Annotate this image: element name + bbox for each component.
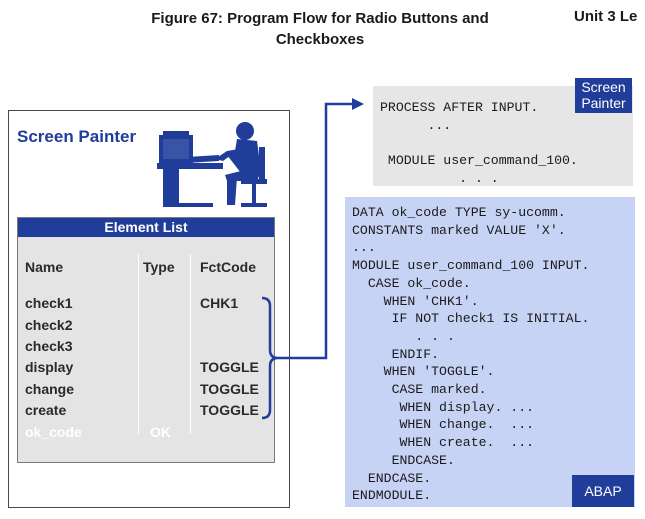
column-divider xyxy=(190,254,191,434)
code-line: IF NOT check1 IS INITIAL. xyxy=(352,311,590,327)
figure-title: Figure 67: Program Flow for Radio Button… xyxy=(100,8,540,50)
element-list: Element List Name Type FctCode check1 CH… xyxy=(17,217,275,463)
code-line: . . . xyxy=(352,328,455,344)
table-row-name: display xyxy=(25,359,74,375)
element-list-title: Element List xyxy=(18,218,274,237)
code-line: ENDCASE. xyxy=(352,470,432,486)
code-line: ... xyxy=(352,240,376,256)
code-line: WHEN 'CHK1'. xyxy=(352,293,479,309)
table-row-name: check3 xyxy=(25,338,73,354)
screen-painter-title: Screen Painter xyxy=(17,127,137,146)
column-header-type: Type xyxy=(143,259,175,275)
code-line: CONSTANTS marked VALUE 'X'. xyxy=(352,222,566,238)
table-row-name: create xyxy=(25,402,67,418)
column-header-fctcode: FctCode xyxy=(200,259,256,275)
abap-tag: ABAP xyxy=(572,475,634,507)
screen-painter-tag: Screen Painter xyxy=(575,78,632,113)
table-row-fctcode: TOGGLE xyxy=(200,402,259,418)
column-header-name: Name xyxy=(25,259,64,275)
code-line: CASE marked. xyxy=(352,382,487,398)
figure-title-line-2: Checkboxes xyxy=(275,31,365,48)
code-line: . . . xyxy=(380,170,499,186)
code-line: WHEN display. ... xyxy=(352,399,535,415)
code-line: ENDMODULE. xyxy=(352,488,432,504)
flow-arrow-head xyxy=(352,98,364,110)
column-divider xyxy=(138,254,139,434)
table-row-fctcode: TOGGLE xyxy=(200,359,259,375)
code-line: CASE ok_code. xyxy=(352,275,471,291)
abap-code-box: DATA ok_code TYPE sy-ucomm. CONSTANTS ma… xyxy=(345,197,635,507)
code-line: WHEN change. ... xyxy=(352,417,535,433)
code-line: ... xyxy=(380,117,452,133)
table-row-name: ok_code xyxy=(25,424,82,440)
code-line: ENDCASE. xyxy=(352,452,455,468)
code-line: ENDIF. xyxy=(352,346,440,362)
code-line: WHEN create. ... xyxy=(352,435,535,451)
pai-code: PROCESS AFTER INPUT. ... MODULE user_com… xyxy=(380,99,578,188)
table-row-fctcode: CHK1 xyxy=(200,295,239,311)
table-row-name: check1 xyxy=(25,295,73,311)
table-row-name: change xyxy=(25,381,75,397)
code-line: WHEN 'TOGGLE'. xyxy=(352,364,495,380)
code-line: MODULE user_command_100 INPUT. xyxy=(352,258,590,274)
table-row-fctcode: TOGGLE xyxy=(200,381,259,397)
table-row-name: check2 xyxy=(25,317,73,333)
code-line: MODULE user_command_100. xyxy=(380,153,578,169)
figure-title-line-1: Figure 67: Program Flow for Radio Button… xyxy=(151,10,489,27)
table-row-type: OK xyxy=(150,424,171,440)
screen-painter-panel: Screen Painter xyxy=(8,110,290,508)
abap-code: DATA ok_code TYPE sy-ucomm. CONSTANTS ma… xyxy=(352,204,589,505)
unit-label: Unit 3 Le xyxy=(574,8,638,25)
code-line: PROCESS AFTER INPUT. xyxy=(380,100,539,115)
person-at-computer-icon xyxy=(157,122,267,207)
code-line: DATA ok_code TYPE sy-ucomm. xyxy=(352,205,566,220)
